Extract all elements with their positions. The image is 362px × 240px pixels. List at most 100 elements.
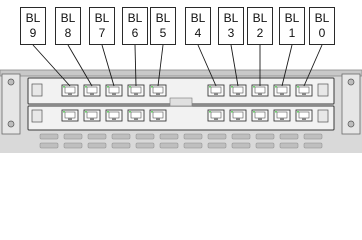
- callout-number: 2: [256, 26, 264, 40]
- thumbscrew-icon: [7, 78, 15, 86]
- port-socket: [232, 86, 244, 94]
- port-latch: [90, 93, 94, 95]
- leader-line: [134, 44, 137, 87]
- port-latch: [134, 118, 138, 120]
- vent-hole-icon: [87, 133, 107, 140]
- rj45-port-icon: [83, 109, 101, 122]
- vent-hole-icon: [159, 133, 179, 140]
- port-socket: [232, 111, 244, 119]
- port-socket: [298, 111, 310, 119]
- rj45-port-icon: [61, 109, 79, 122]
- rj45-port-icon: [295, 84, 313, 97]
- port-led: [209, 111, 211, 113]
- callout-number: 1: [288, 26, 296, 40]
- leader-line: [197, 44, 217, 87]
- vent-hole-icon: [183, 133, 203, 140]
- port-latch: [258, 93, 262, 95]
- callout-number: 4: [194, 26, 202, 40]
- port-led: [231, 111, 233, 113]
- leader-line: [101, 44, 115, 87]
- port-socket: [86, 111, 98, 119]
- callout-number: 6: [131, 26, 139, 40]
- callout-prefix: BL: [155, 11, 171, 25]
- port-led: [129, 111, 131, 113]
- port-latch: [236, 93, 240, 95]
- port-latch: [214, 93, 218, 95]
- callout-number: 9: [29, 26, 37, 40]
- rj45-port-icon: [105, 84, 123, 97]
- callout-number: 8: [64, 26, 72, 40]
- left-rack-ear: [1, 73, 21, 135]
- rj45-port-icon: [207, 84, 225, 97]
- leader-line: [230, 44, 239, 87]
- vent-hole-icon: [87, 142, 107, 149]
- port-latch: [112, 93, 116, 95]
- port-latch: [280, 118, 284, 120]
- leader-line: [303, 44, 323, 87]
- rj45-port-icon: [61, 84, 79, 97]
- port-socket: [64, 86, 76, 94]
- rj45-port-icon: [149, 84, 167, 97]
- port-led: [297, 86, 299, 88]
- port-socket: [108, 111, 120, 119]
- vent-hole-icon: [255, 142, 275, 149]
- port-latch: [90, 118, 94, 120]
- port-led: [107, 111, 109, 113]
- port-socket: [130, 86, 142, 94]
- callout-prefix: BL: [223, 11, 239, 25]
- rj45-port-icon: [295, 109, 313, 122]
- rj45-port-icon: [207, 109, 225, 122]
- rj45-port-icon: [251, 109, 269, 122]
- port-latch: [258, 118, 262, 120]
- callout-number: 0: [318, 26, 326, 40]
- callout-prefix: BL: [252, 11, 268, 25]
- vent-hole-icon: [183, 142, 203, 149]
- port-socket: [276, 111, 288, 119]
- port-latch: [302, 118, 306, 120]
- port-led: [129, 86, 131, 88]
- thumbscrew-icon: [7, 120, 15, 128]
- vent-hole-icon: [303, 142, 323, 149]
- callout-prefix: BL: [284, 11, 300, 25]
- callout-prefix: BL: [94, 11, 110, 25]
- thumbscrew-icon: [347, 78, 355, 86]
- port-latch: [112, 118, 116, 120]
- vent-hole-icon: [231, 142, 251, 149]
- vent-hole-icon: [207, 142, 227, 149]
- port-led: [85, 86, 87, 88]
- port-led: [63, 111, 65, 113]
- callout-prefix: BL: [127, 11, 143, 25]
- callout-prefix: BL: [190, 11, 206, 25]
- port-latch: [156, 118, 160, 120]
- module-latch: [317, 109, 329, 123]
- port-latch: [236, 118, 240, 120]
- port-led: [231, 86, 233, 88]
- vent-hole-icon: [111, 133, 131, 140]
- vent-grille: [39, 133, 323, 149]
- port-latch: [302, 93, 306, 95]
- vent-hole-icon: [135, 142, 155, 149]
- rj45-port-icon: [273, 84, 291, 97]
- leader-line: [281, 44, 293, 87]
- rj45-port-icon: [105, 109, 123, 122]
- port-led: [275, 86, 277, 88]
- rj45-port-icon: [273, 109, 291, 122]
- module-latch: [31, 109, 43, 123]
- vent-hole-icon: [63, 133, 83, 140]
- chassis-rear-view: [0, 44, 362, 153]
- module-center-strip: [169, 97, 193, 107]
- port-led: [297, 111, 299, 113]
- vent-hole-icon: [159, 142, 179, 149]
- leader-line: [32, 44, 71, 87]
- port-led: [209, 86, 211, 88]
- port-socket: [86, 86, 98, 94]
